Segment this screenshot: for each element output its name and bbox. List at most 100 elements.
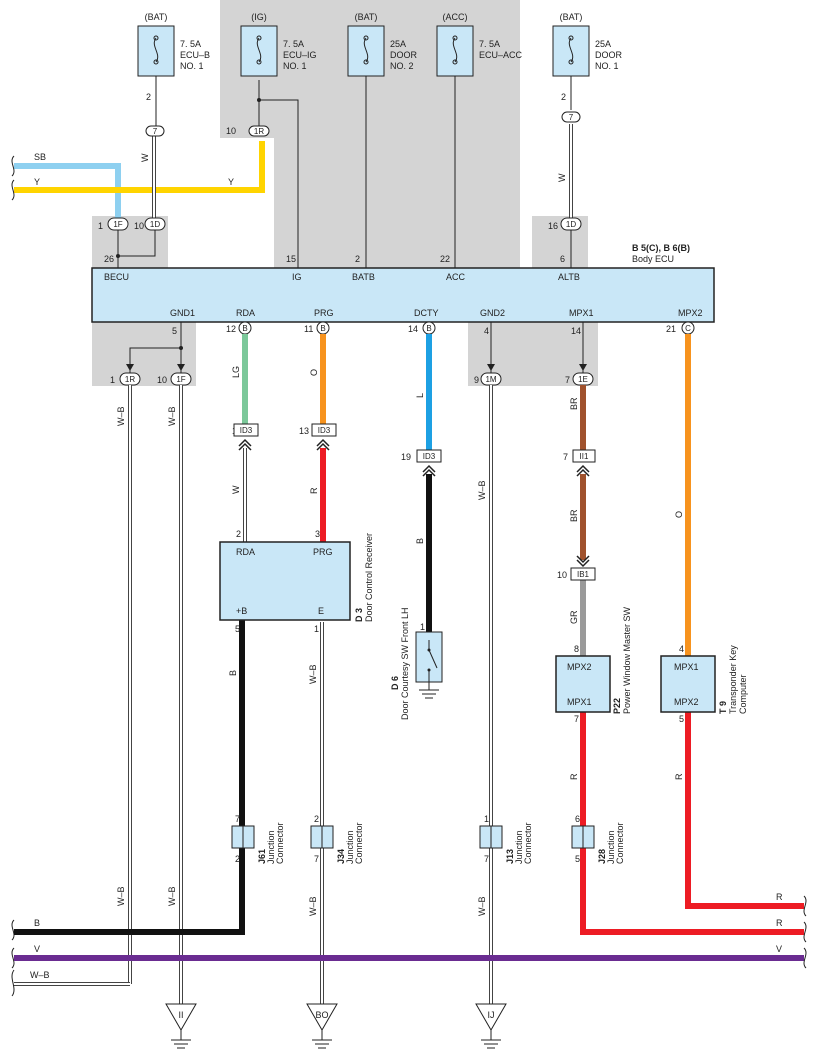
pin-number: 7 xyxy=(314,854,319,864)
junction-j28: 6 5 J28 Junction Connector xyxy=(571,814,625,864)
fuse-source: (BAT) xyxy=(355,12,378,22)
junction-j34: 2 7 J34 Junction Connector xyxy=(310,814,364,864)
connector-id: II1 xyxy=(580,452,589,461)
connector-id: 7 xyxy=(569,113,574,122)
splice-dot xyxy=(257,98,261,102)
connector-id: 1F xyxy=(113,220,122,229)
pin-label: DCTY xyxy=(414,308,439,318)
wire-color-label: B xyxy=(34,918,40,928)
wire-color-label: V xyxy=(776,944,782,954)
wire-color-label: W–B xyxy=(477,896,487,916)
door-courtesy-switch: 1 D 6 Door Courtesy SW Front LH xyxy=(390,607,443,720)
wire-color-label: SB xyxy=(34,152,46,162)
fuse-name: NO. 1 xyxy=(180,61,204,71)
component-name: Door Courtesy SW Front LH xyxy=(400,607,410,720)
wire-color-label: B xyxy=(228,670,238,676)
connector-IB1: 10 IB1 xyxy=(557,555,596,581)
ground-ij: IJ xyxy=(475,1003,507,1049)
wire-color-label: W–B xyxy=(167,886,177,906)
component-name: Connector xyxy=(354,822,364,864)
ground-bo: BO xyxy=(306,1003,338,1049)
fuse-source: (IG) xyxy=(251,12,267,22)
connector-ID3-c: 19 ID3 xyxy=(401,449,442,477)
ground-id: BO xyxy=(315,1010,328,1020)
pin-number: 16 xyxy=(548,221,558,231)
pin-number: 1 xyxy=(484,814,489,824)
pin-number: 19 xyxy=(401,452,411,462)
pin-number: 2 xyxy=(236,529,241,539)
component-name: Computer xyxy=(738,674,748,714)
wire-color-label: W xyxy=(140,153,150,162)
pin-number: 7 xyxy=(565,375,570,385)
fuse-name: NO. 2 xyxy=(390,61,414,71)
wire-color-label: Y xyxy=(34,177,40,187)
connector-id: C xyxy=(685,324,691,333)
fuse-rating: 7. 5A xyxy=(180,39,201,49)
pin-label: MPX2 xyxy=(674,697,699,707)
component-name: Power Window Master SW xyxy=(622,606,632,714)
pin-number: 6 xyxy=(575,814,580,824)
splice-dot xyxy=(179,346,183,350)
pin-number: 6 xyxy=(560,254,565,264)
pin-number: 1 xyxy=(314,624,319,634)
fuse-rating: 7. 5A xyxy=(479,39,500,49)
wire-color-label: W xyxy=(557,173,567,182)
junction-j13: 1 7 J13 Junction Connector xyxy=(479,814,533,864)
pin-number: 7 xyxy=(563,452,568,462)
connector-id: B xyxy=(242,324,247,333)
splice-dot xyxy=(116,254,120,258)
wire-color-label: V xyxy=(34,944,40,954)
pin-number: 2 xyxy=(561,92,566,102)
component-id: J13 xyxy=(505,849,515,864)
pin-number: 14 xyxy=(571,326,581,336)
pin-number: 14 xyxy=(408,324,418,334)
pin-label: ALTB xyxy=(558,272,580,282)
connector-id: 1M xyxy=(485,375,496,384)
pin-number: 7 xyxy=(484,854,489,864)
component-name: Body ECU xyxy=(632,254,674,264)
component-name: Connector xyxy=(275,822,285,864)
ground-id: IJ xyxy=(487,1010,494,1020)
fuse-ecu-acc: (ACC) 7. 5A ECU–ACC xyxy=(436,12,523,77)
component-name: Junction xyxy=(514,830,524,864)
pin-number: 10 xyxy=(226,126,236,136)
pin-number: 2 xyxy=(314,814,319,824)
pin-label: BATB xyxy=(352,272,375,282)
fuse-source: (ACC) xyxy=(443,12,468,22)
connector-id: B xyxy=(426,324,431,333)
connector-1M: 9 1M xyxy=(474,372,502,386)
pin-number: 15 xyxy=(286,254,296,264)
pin-number: 21 xyxy=(666,324,676,334)
wire-color-label: R xyxy=(674,773,684,780)
wire-color-label: W xyxy=(231,485,241,494)
connector-id: 1D xyxy=(566,220,576,229)
fuse-rating: 25A xyxy=(390,39,406,49)
junction-j61: 7 2 J61 Junction Connector xyxy=(231,814,285,864)
pin-label: MPX1 xyxy=(674,662,699,672)
connector-id: 1R xyxy=(125,375,135,384)
connector-id: ID3 xyxy=(240,426,253,435)
component-id: J28 xyxy=(597,849,607,864)
pin-number: 13 xyxy=(299,426,309,436)
pin-label: PRG xyxy=(314,308,334,318)
connector-id: ID3 xyxy=(423,452,436,461)
component-id: P22 xyxy=(612,698,622,714)
pin-number: 11 xyxy=(304,324,313,334)
pin-label: GND1 xyxy=(170,308,195,318)
wire-color-label: Y xyxy=(228,177,234,187)
pin-number: 3 xyxy=(315,529,320,539)
component-name: Door Control Receiver xyxy=(364,533,374,622)
wire-color-label: O xyxy=(309,369,319,376)
ground-id: II xyxy=(178,1010,183,1020)
connector-id: 1F xyxy=(176,375,185,384)
fuse-source: (BAT) xyxy=(145,12,168,22)
component-id: B 5(C), B 6(B) xyxy=(632,243,690,253)
connector-II1: 7 II1 xyxy=(563,449,596,477)
pin-label: MPX2 xyxy=(678,308,703,318)
connector-id: ID3 xyxy=(318,426,331,435)
wire-color-label: W–B xyxy=(116,406,126,426)
fuse-rating: 7. 5A xyxy=(283,39,304,49)
top-wires xyxy=(14,75,573,268)
component-name: Junction xyxy=(266,830,276,864)
